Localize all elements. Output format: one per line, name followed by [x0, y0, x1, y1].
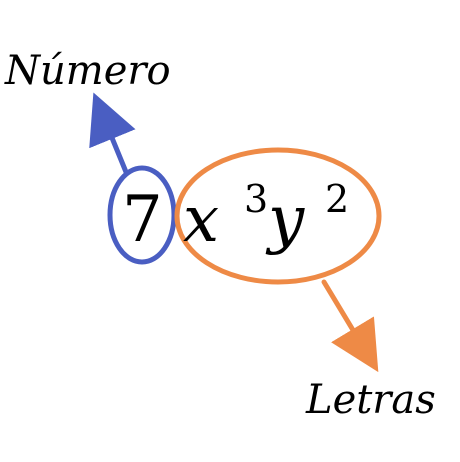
exponent-x: 3 — [244, 177, 268, 221]
number-label: Número — [4, 48, 171, 94]
variable-y: y — [265, 183, 305, 257]
variable-x: x — [183, 183, 219, 257]
coefficient-ellipse — [107, 165, 177, 265]
variables-ellipse — [174, 147, 382, 285]
coefficient-text: 7 — [122, 183, 163, 257]
number-arrow — [89, 92, 136, 175]
exponent-y: 2 — [325, 177, 349, 221]
letters-label: Letras — [305, 377, 436, 423]
letters-arrow — [321, 279, 379, 373]
